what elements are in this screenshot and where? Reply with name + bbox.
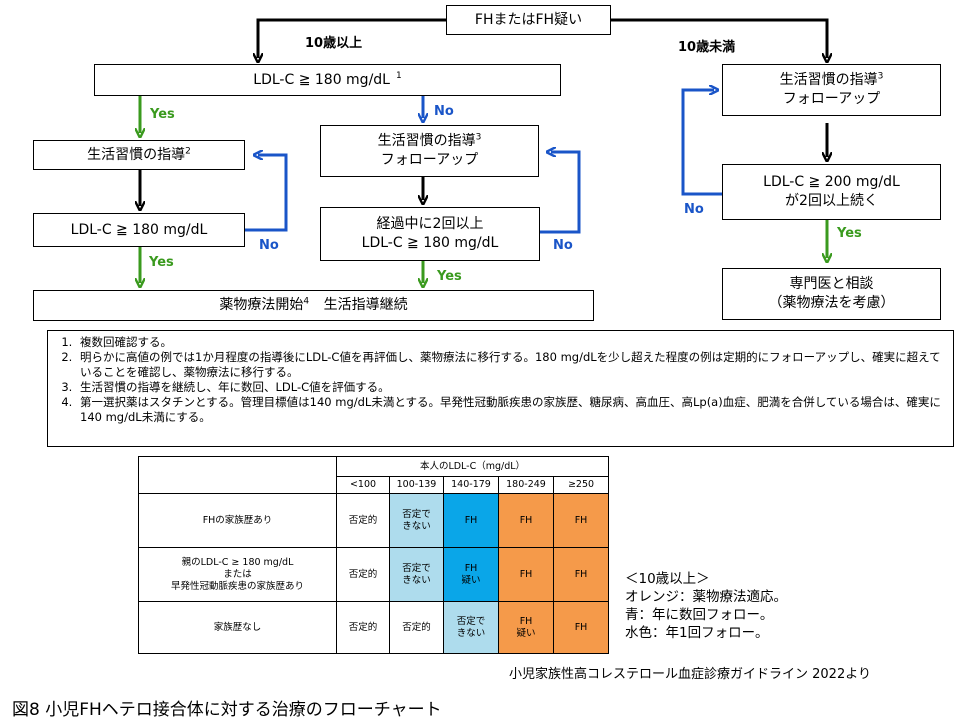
legend-orange: オレンジ：薬物療法適応。	[625, 589, 787, 605]
lifestyle-text: 生活習慣の指導	[87, 147, 186, 163]
table-cell: 否定的	[336, 547, 390, 602]
child-ldl-box: LDL-C ≧ 200 mg/dL が2回以上続く	[722, 164, 941, 220]
lifestyle-footnote: 2	[185, 146, 191, 157]
child-lifestyle-line2: フォローアップ	[782, 91, 881, 107]
footnote-2: 明らかに高値の例では1か月程度の指導後にLDL-C値を再評価し、薬物療法に移行す…	[76, 350, 945, 380]
table-cell: 否定的	[336, 493, 390, 548]
lifestyle-box: 生活習慣の指導2	[33, 140, 245, 170]
table-cell: FH	[553, 547, 609, 602]
child-lifestyle-footnote: 3	[877, 71, 884, 82]
drug-start-text: 薬物療法開始	[219, 297, 304, 313]
color-legend: ＜10歳以上＞ オレンジ：薬物療法適応。 青：年に数回フォロー。 水色：年1回フ…	[625, 570, 787, 642]
arrow-no-loop-right	[681, 90, 722, 196]
ldl-check-box: LDL-C ≧ 180 mg/dL 1	[94, 64, 561, 96]
table-cell: 否定できない	[389, 493, 444, 548]
child-lifestyle-box: 生活習慣の指導3 フォローアップ	[722, 64, 941, 116]
row-label: 家族歴なし	[138, 601, 337, 654]
course-line2: LDL-C ≧ 180 mg/dL	[361, 235, 499, 251]
course-box: 経過中に2回以上 LDL-C ≧ 180 mg/dL	[320, 207, 540, 261]
yes-label-left: Yes	[149, 255, 174, 270]
yes-label-1: Yes	[150, 107, 175, 122]
flow-connectors	[0, 18, 977, 330]
specialist-line2: （薬物療法を考慮）	[768, 295, 895, 311]
figure-caption: 図8 小児FHヘテロ接合体に対する治療のフローチャート	[12, 700, 442, 720]
legend-blue: 青：年に数回フォロー。	[625, 607, 774, 623]
table-cell: FH	[498, 493, 554, 548]
column-header: 100-139	[389, 476, 444, 494]
footnote-4: 第一選択薬はスタチンとする。管理目標値は140 mg/dL未満とする。早発性冠動…	[76, 395, 945, 425]
no-label-right-loop: No	[684, 202, 704, 217]
table-cell: 否定できない	[443, 601, 499, 654]
footnote-1: 複数回確認する。	[76, 335, 945, 350]
specialist-line1: 専門医と相談	[789, 276, 874, 292]
specialist-box: 専門医と相談 （薬物療法を考慮）	[722, 268, 941, 320]
ldl-recheck-text: LDL-C ≧ 180 mg/dL	[70, 221, 208, 238]
child-lifestyle-line1: 生活習慣の指導	[779, 72, 878, 88]
no-label-left-loop: No	[259, 238, 279, 253]
column-header: 180-249	[498, 476, 554, 494]
drug-start-footnote: 4	[303, 296, 310, 307]
table-cell: FH	[498, 547, 554, 602]
ldl-check-text: LDL-C ≧ 180 mg/dL	[253, 72, 390, 88]
arrow-start-to-older	[258, 18, 446, 58]
course-line1: 経過中に2回以上	[376, 216, 484, 232]
drug-start-rest: 生活指導継続	[323, 297, 408, 313]
table-corner-cell	[138, 456, 337, 494]
arrow-no-loop-middle	[540, 152, 581, 234]
footnotes-box: 複数回確認する。 明らかに高値の例では1か月程度の指導後にLDL-C値を再評価し…	[47, 330, 954, 447]
start-text: FHまたはFH疑い	[474, 11, 583, 28]
lifestyle-follow-line2: フォローアップ	[380, 152, 479, 168]
child-ldl-line2: が2回以上続く	[785, 193, 878, 209]
ldl-check-footnote: 1	[395, 71, 402, 82]
drug-start-box: 薬物療法開始4 生活指導継続	[33, 290, 594, 321]
arrow-no-loop-left	[245, 155, 288, 232]
table-header: 本人のLDL-C（mg/dL）	[336, 456, 609, 477]
column-header: <100	[336, 476, 390, 494]
lifestyle-follow-box: 生活習慣の指導3 フォローアップ	[320, 125, 539, 177]
legend-lightblue: 水色：年1回フォロー。	[625, 625, 769, 641]
branch-label-younger: 10歳未満	[678, 40, 736, 55]
footnote-3: 生活習慣の指導を継続し、年に数回、LDL-C値を評価する。	[76, 380, 945, 395]
lifestyle-follow-line1: 生活習慣の指導	[377, 133, 476, 149]
yes-label-middle: Yes	[437, 269, 462, 284]
table-cell: 否定的	[389, 601, 444, 654]
column-header: 140-179	[443, 476, 499, 494]
ldl-recheck-box: LDL-C ≧ 180 mg/dL	[33, 213, 245, 247]
yes-label-right: Yes	[837, 226, 862, 241]
branch-label-older: 10歳以上	[305, 36, 363, 51]
table-cell: FH	[443, 493, 499, 548]
table-cell: FH	[553, 493, 609, 548]
column-header: ≥250	[553, 476, 609, 494]
lifestyle-follow-footnote: 3	[475, 132, 482, 143]
source-citation: 小児家族性高コレステロール血症診療ガイドライン 2022より	[509, 667, 871, 682]
legend-title: ＜10歳以上＞	[625, 571, 710, 587]
no-label-middle-loop: No	[553, 238, 573, 253]
table-row: FHの家族歴あり 否定的 否定できない FH FH FH	[138, 493, 609, 548]
table-cell: FH	[553, 601, 609, 654]
table-cell: 否定できない	[389, 547, 444, 602]
fh-diagnosis-table: 本人のLDL-C（mg/dL） <100 100-139 140-179 180…	[138, 456, 609, 654]
no-label-1: No	[434, 104, 454, 119]
row-label: FHの家族歴あり	[138, 493, 337, 548]
table-cell: 否定的	[336, 601, 390, 654]
start-box: FHまたはFH疑い	[446, 5, 611, 35]
arrow-start-to-younger	[611, 18, 827, 58]
child-ldl-line1: LDL-C ≧ 200 mg/dL	[763, 174, 900, 190]
